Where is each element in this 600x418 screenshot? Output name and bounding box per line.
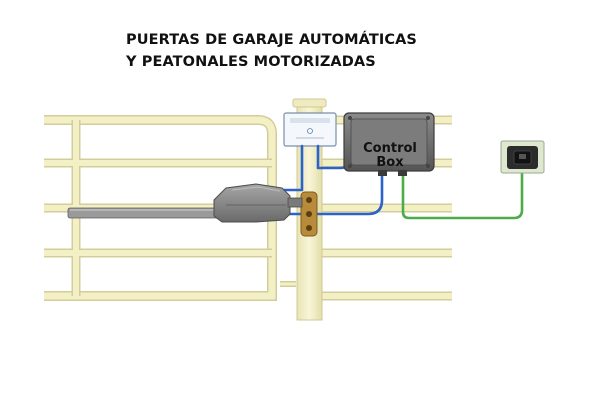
junction-box-icon [283,112,337,147]
diagram-title-line-2: Y PEATONALES MOTORIZADAS [126,54,376,70]
gate-actuator-icon [67,183,291,223]
control-box-icon: Control Box [343,112,435,176]
hinge-bracket-icon [287,191,318,237]
control-box-label-line-1: Control [363,141,417,156]
control-box-label-line-2: Box [376,155,404,170]
diagram-title-line-1: PUERTAS DE GARAJE AUTOMÁTICAS [126,32,417,48]
power-outlet-icon [500,140,545,174]
